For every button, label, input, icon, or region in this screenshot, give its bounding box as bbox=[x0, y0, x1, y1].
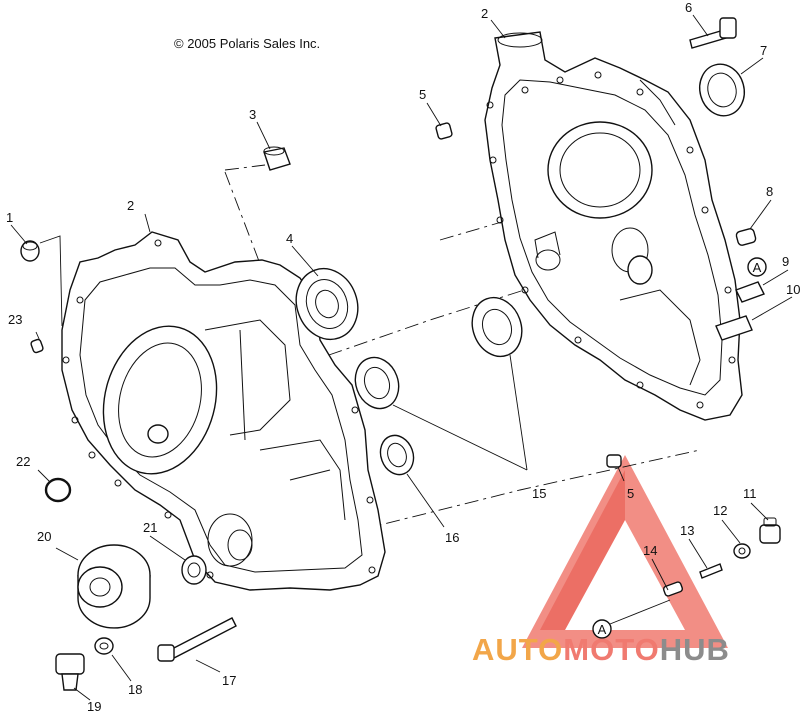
leader-lines bbox=[10, 14, 793, 701]
callout-19: 19 bbox=[87, 699, 101, 713]
part-19-drain-plug bbox=[55, 653, 85, 691]
part-14-pin bbox=[662, 581, 684, 597]
callout-6: 6 bbox=[685, 0, 692, 15]
watermark-logo: AUTOMOTOHUB bbox=[472, 632, 730, 668]
part-6-bolt bbox=[689, 17, 737, 49]
reference-marker-a-top: A bbox=[747, 257, 767, 277]
callout-11: 11 bbox=[743, 486, 757, 501]
callout-23: 23 bbox=[8, 312, 22, 327]
watermark-part-2: MOTO bbox=[563, 632, 660, 667]
part-8-dowel bbox=[735, 228, 757, 246]
part-1-dowel bbox=[20, 240, 40, 262]
callout-5-top: 5 bbox=[419, 87, 426, 102]
callout-labels: 1 2 2 3 4 5 5 6 7 8 9 10 11 12 13 14 15 … bbox=[6, 0, 800, 713]
part-7-seal bbox=[699, 63, 745, 117]
watermark-part-3: HUB bbox=[659, 632, 730, 667]
callout-9: 9 bbox=[782, 254, 789, 269]
reference-marker-a-bottom: A bbox=[592, 619, 612, 639]
part-11-plug bbox=[759, 517, 781, 544]
part-18-washer bbox=[94, 637, 114, 655]
part-21-seal bbox=[181, 555, 207, 585]
ref-a-top-label: A bbox=[753, 260, 762, 275]
callout-17: 17 bbox=[222, 673, 236, 688]
callout-5-bottom: 5 bbox=[627, 486, 634, 501]
callout-20: 20 bbox=[37, 529, 51, 544]
callout-1: 1 bbox=[6, 210, 13, 225]
part-22-oring bbox=[44, 477, 72, 503]
ref-a-bottom-label: A bbox=[598, 622, 607, 637]
callout-2-left: 2 bbox=[127, 198, 134, 213]
part-15-bearing-lower bbox=[471, 296, 523, 358]
callout-7: 7 bbox=[760, 43, 767, 58]
callout-22: 22 bbox=[16, 454, 30, 469]
callout-18: 18 bbox=[128, 682, 142, 697]
callout-12: 12 bbox=[713, 503, 727, 518]
part-10-fitting bbox=[715, 315, 753, 341]
right-crankcase-half bbox=[484, 31, 743, 421]
part-17-bolt bbox=[157, 617, 237, 662]
part-5-dowel-bottom bbox=[606, 454, 622, 468]
part-3-bushing bbox=[263, 146, 291, 171]
part-16-bearing bbox=[379, 434, 415, 476]
callout-4: 4 bbox=[286, 231, 293, 246]
callout-8: 8 bbox=[766, 184, 773, 199]
callout-16: 16 bbox=[445, 530, 459, 545]
watermark-part-1: AUTO bbox=[472, 632, 564, 667]
part-9-fitting bbox=[735, 281, 765, 303]
callout-3: 3 bbox=[249, 107, 256, 122]
callout-13: 13 bbox=[680, 523, 694, 538]
part-23-pin bbox=[30, 338, 44, 354]
watermark-triangle bbox=[522, 455, 728, 648]
callout-15: 15 bbox=[532, 486, 546, 501]
callout-21: 21 bbox=[143, 520, 157, 535]
part-5-dowel-top bbox=[435, 122, 453, 140]
copyright-text: © 2005 Polaris Sales Inc. bbox=[174, 36, 321, 51]
part-15-bearing-upper bbox=[354, 356, 400, 410]
callout-14: 14 bbox=[643, 543, 657, 558]
part-4-bearing bbox=[295, 267, 359, 341]
part-12-washer bbox=[733, 543, 751, 559]
part-20-pulley bbox=[77, 544, 151, 629]
part-13-spring bbox=[699, 563, 723, 579]
callout-2-right: 2 bbox=[481, 6, 488, 21]
callout-10: 10 bbox=[786, 282, 800, 297]
